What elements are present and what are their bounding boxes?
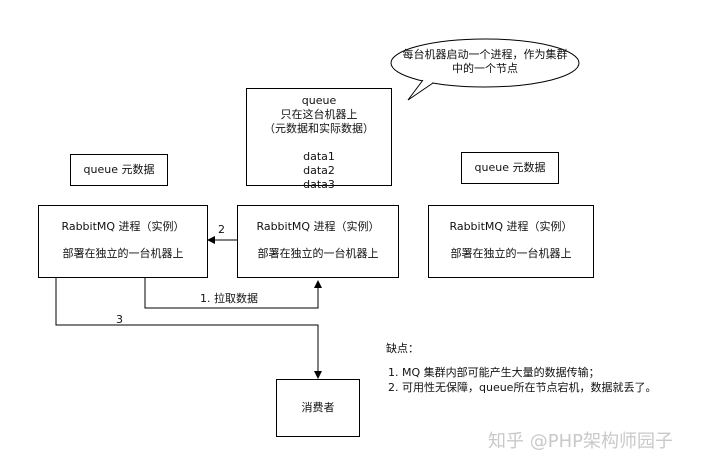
queue-line-0: queue	[301, 94, 337, 107]
arrow-1-label: 1. 拉取数据	[200, 292, 258, 305]
node-left-title: RabbitMQ 进程（实例）	[61, 220, 185, 233]
bubble-note: 每台机器启动一个进程，作为集群 中的一个节点	[396, 48, 574, 76]
rabbitmq-node-left: RabbitMQ 进程（实例） 部署在独立的一台机器上	[38, 205, 208, 278]
arrow-3	[55, 278, 322, 379]
node-left-desc: 部署在独立的一台机器上	[62, 247, 184, 260]
bubble-line-2: 中的一个节点	[452, 62, 518, 75]
queue-metadata-right: queue 元数据	[461, 152, 559, 184]
queue-line-4: data1	[303, 150, 335, 163]
node-mid-desc: 部署在独立的一台机器上	[257, 247, 379, 260]
cons-title: 缺点：	[386, 342, 419, 355]
node-right-title: RabbitMQ 进程（实例）	[449, 220, 573, 233]
queue-metadata-left: queue 元数据	[70, 154, 168, 186]
speech-bubble-shape	[390, 38, 580, 88]
arrow-2-label: 2	[218, 223, 225, 236]
watermark: 知乎 @PHP架构师园子	[488, 431, 673, 452]
cons-item-1: 1. MQ 集群内部可能产生大量的数据传输；	[388, 366, 600, 379]
cons-item-2: 2. 可用性无保障，queue所在节点宕机，数据就丢了。	[388, 381, 657, 394]
node-mid-title: RabbitMQ 进程（实例）	[256, 220, 380, 233]
rabbitmq-node-right: RabbitMQ 进程（实例） 部署在独立的一台机器上	[428, 205, 594, 278]
queue-line-1: 只在这台机器上	[280, 108, 358, 121]
arrow-1-pull-data	[144, 278, 322, 309]
consumer-box: 消费者	[276, 379, 360, 437]
bubble-line-1: 每台机器启动一个进程，作为集群	[402, 48, 568, 61]
speech-bubble-tail	[407, 79, 434, 101]
queue-line-3	[247, 136, 391, 150]
queue-line-2: （元数据和实际数据）	[264, 122, 374, 135]
queue-line-6: data3	[303, 178, 335, 191]
queue-data-box: queue 只在这台机器上 （元数据和实际数据） data1 data2 dat…	[246, 88, 392, 191]
rabbitmq-node-middle: RabbitMQ 进程（实例） 部署在独立的一台机器上	[237, 205, 399, 278]
node-right-desc: 部署在独立的一台机器上	[450, 247, 572, 260]
arrow-3-label: 3	[116, 313, 123, 326]
queue-line-5: data2	[303, 164, 335, 177]
